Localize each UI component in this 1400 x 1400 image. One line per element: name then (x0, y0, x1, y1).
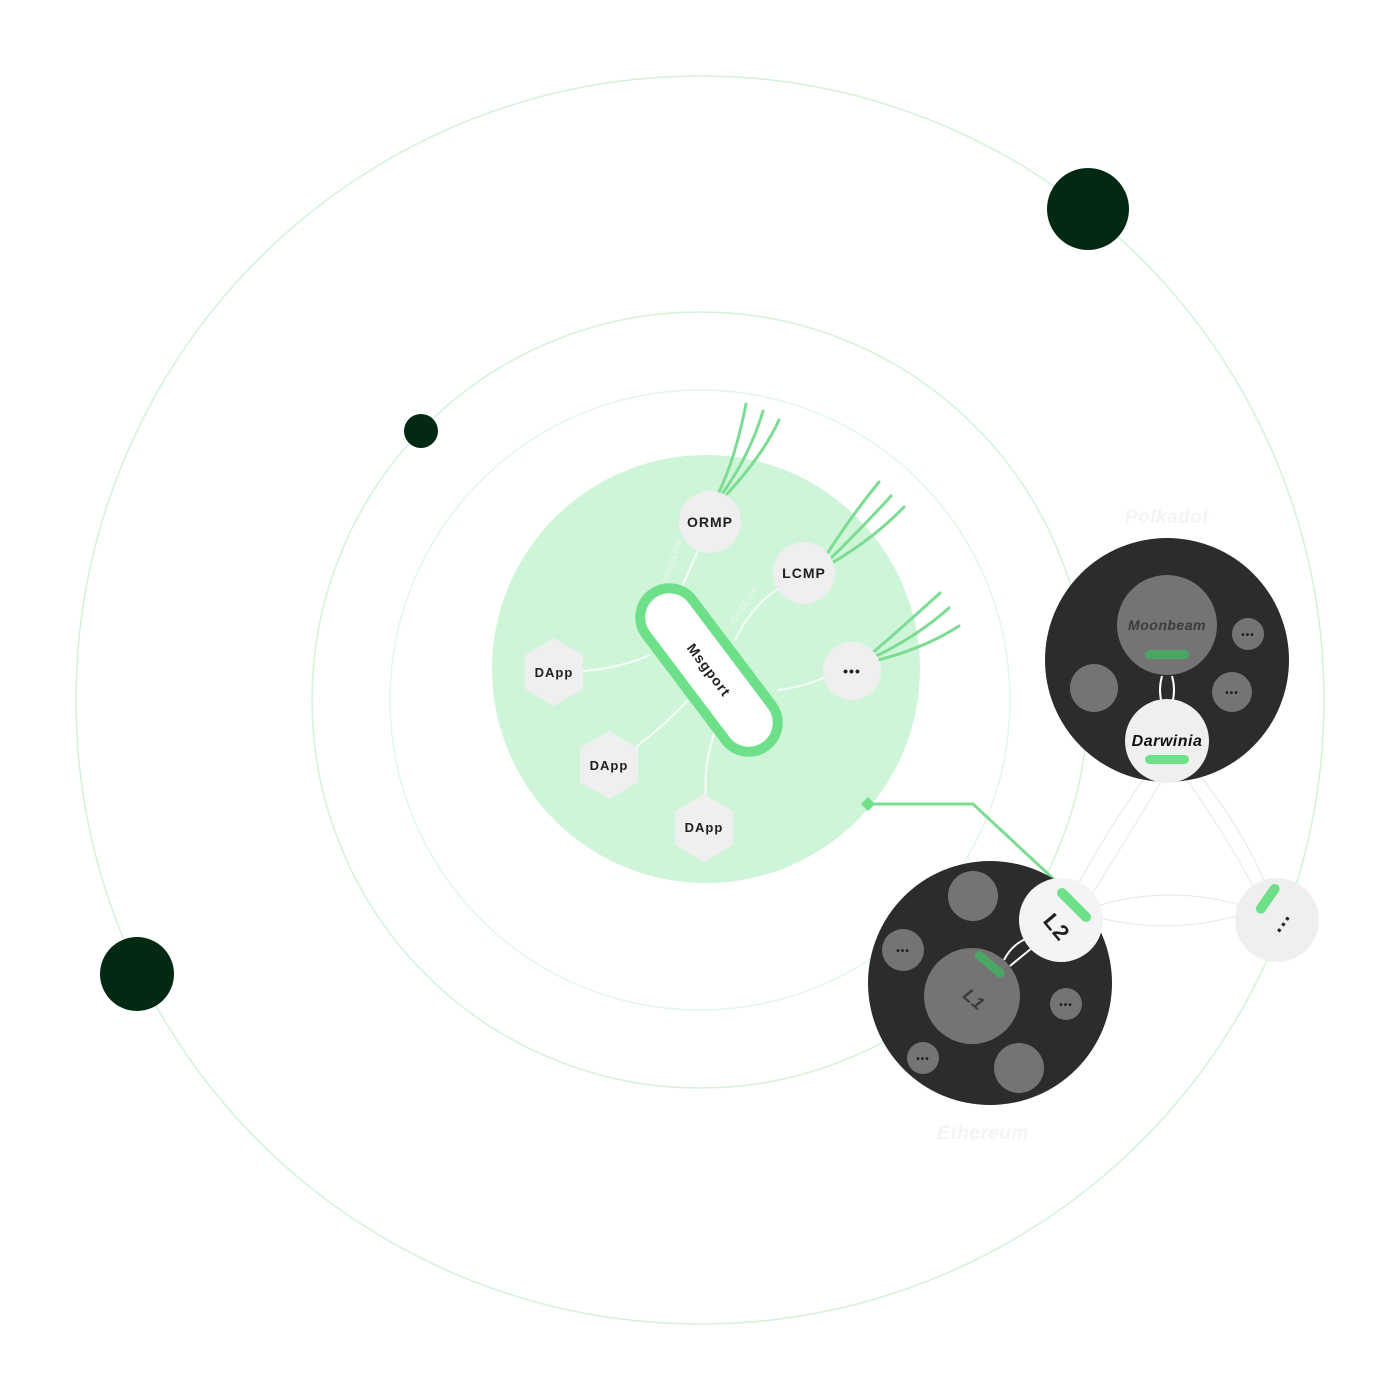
ethereum-chain-node-bottom (994, 1043, 1044, 1093)
svg-text:Moonbeam: Moonbeam (1128, 617, 1206, 633)
inner-orbit (389, 389, 1011, 1011)
polkadot-title: Polkadot (1125, 507, 1209, 528)
ethereum-more-node-3: ••• (907, 1042, 939, 1074)
outer-orbit (75, 75, 1325, 1325)
hub-to-l2-connector (861, 797, 1062, 887)
svg-text:•••: ••• (1241, 630, 1255, 641)
network-mesh (1069, 769, 1271, 927)
svg-text:LCMP: LCMP (782, 565, 826, 581)
l2-node: L2 (1019, 878, 1103, 962)
svg-text:DApp: DApp (535, 665, 574, 680)
svg-text:DApp: DApp (590, 758, 629, 773)
svg-text:DApp: DApp (685, 820, 724, 835)
more-network-node: ... (1235, 878, 1319, 962)
polkadot-more-node-2: ••• (1212, 672, 1252, 712)
ethereum-cluster: Ethereum ••• ••• ••• L1 L2 (868, 861, 1112, 1144)
svg-text:•••: ••• (1059, 1000, 1073, 1011)
protocol-lcmp: LCMP (773, 542, 835, 604)
svg-text:•••: ••• (843, 663, 861, 679)
darwinia-node: Darwinia (1125, 699, 1209, 783)
svg-text:•••: ••• (1225, 688, 1239, 699)
protocol-more: ••• (823, 642, 881, 700)
svg-text:ORMP: ORMP (687, 514, 733, 530)
msgport-core: Msgport (635, 583, 783, 757)
dapp-node-middle: DApp (580, 731, 638, 799)
planet-medium (100, 937, 174, 1011)
dapp-node-bottom: DApp (675, 794, 733, 862)
ethereum-more-node-1: ••• (882, 929, 924, 971)
planet-small (404, 414, 438, 448)
planet-large (1047, 168, 1129, 250)
svg-text:•••: ••• (896, 946, 910, 957)
polkadot-chain-node (1070, 664, 1118, 712)
ethereum-title: Ethereum (937, 1123, 1029, 1144)
ethereum-chain-node-top (948, 871, 998, 921)
svg-text:•••: ••• (916, 1054, 930, 1065)
dapp-node-left: DApp (525, 638, 583, 706)
l1-node: L1 (924, 948, 1020, 1044)
protocol-ormp: ORMP (679, 491, 741, 553)
polkadot-cluster: Polkadot Moonbeam ••• ••• Darwinia (1045, 507, 1289, 783)
polkadot-more-node-1: ••• (1232, 618, 1264, 650)
ethereum-more-node-2: ••• (1050, 988, 1082, 1020)
msgport-hub: ormpLine lcmpLine Msgport ORMP LCMP (492, 402, 961, 883)
planets (100, 168, 1129, 1011)
moonbeam-node: Moonbeam (1117, 575, 1217, 675)
svg-text:Darwinia: Darwinia (1132, 733, 1203, 750)
protocol-signal-lines (716, 402, 961, 662)
